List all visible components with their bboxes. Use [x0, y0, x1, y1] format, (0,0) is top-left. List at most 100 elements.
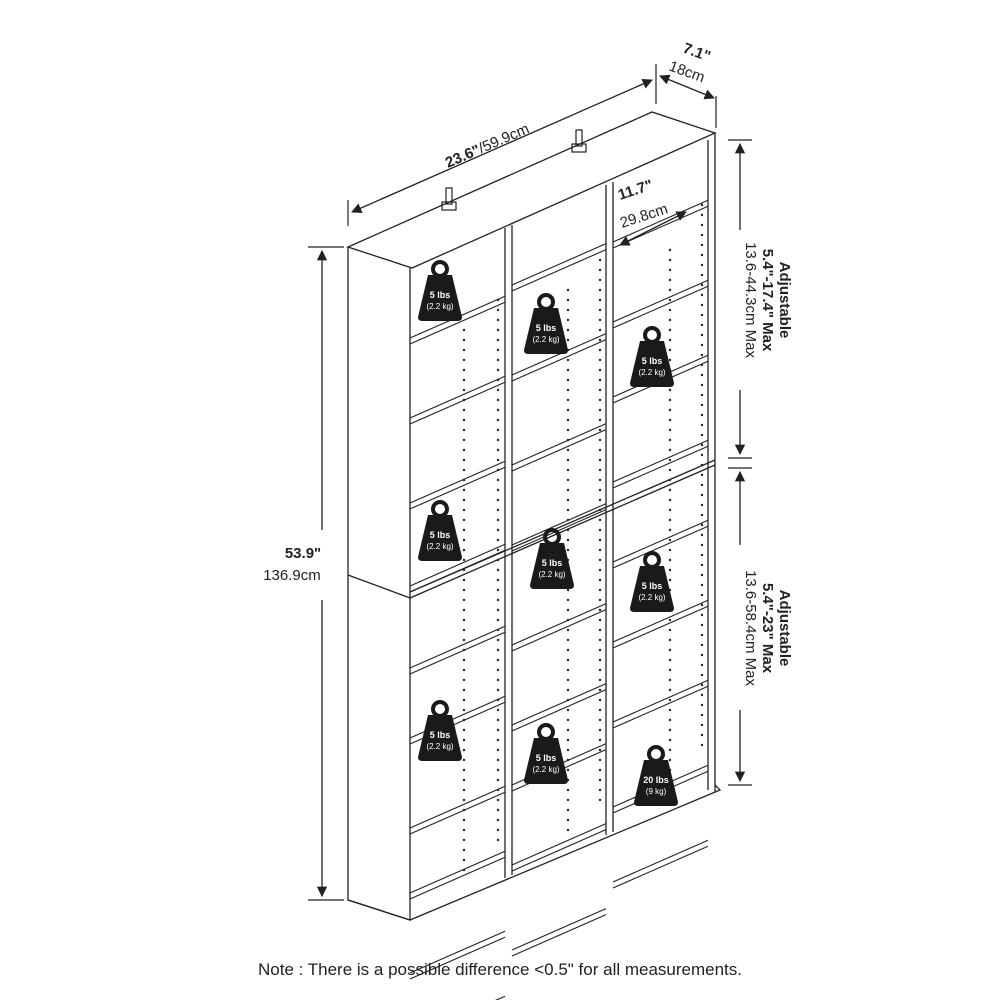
peg-hole	[700, 313, 704, 317]
peg-hole	[496, 588, 500, 592]
peg-hole	[668, 728, 672, 732]
peg-hole	[668, 438, 672, 442]
peg-hole	[462, 688, 466, 692]
peg-hole	[462, 568, 466, 572]
peg-hole	[462, 768, 466, 772]
peg-hole	[496, 418, 500, 422]
peg-hole	[598, 308, 602, 312]
shelf	[409, 375, 506, 425]
peg-hole	[462, 718, 466, 722]
weight-badge: 5 lbs(2.2 kg)	[416, 700, 464, 763]
peg-hole	[462, 468, 466, 472]
peg-hole	[700, 393, 704, 397]
peg-hole	[566, 618, 570, 622]
peg-hole	[598, 588, 602, 592]
peg-hole	[700, 233, 704, 237]
peg-hole	[700, 213, 704, 217]
peg-hole	[462, 648, 466, 652]
peg-hole	[700, 323, 704, 327]
peg-hole	[598, 288, 602, 292]
peg-hole	[496, 728, 500, 732]
peg-hole	[496, 528, 500, 532]
peg-hole	[668, 338, 672, 342]
peg-hole	[462, 638, 466, 642]
peg-hole	[566, 478, 570, 482]
weight-capacity-badges: 5 lbs(2.2 kg) 5 lbs(2.2 kg) 5 lbs(2.2 kg) 5…	[416, 260, 680, 808]
weight-badge: 20 lbs(9 kg)	[632, 745, 680, 808]
peg-hole	[668, 648, 672, 652]
peg-hole	[700, 733, 704, 737]
peg-hole	[598, 608, 602, 612]
shelf	[511, 683, 607, 732]
weight-kg: (2.2 kg)	[538, 570, 565, 579]
peg-hole	[566, 658, 570, 662]
peg-hole	[700, 273, 704, 277]
weight-badge: 5 lbs(2.2 kg)	[522, 723, 570, 786]
peg-hole	[668, 298, 672, 302]
peg-hole	[566, 668, 570, 672]
peg-hole	[496, 388, 500, 392]
peg-hole	[496, 518, 500, 522]
peg-hole	[700, 413, 704, 417]
peg-hole	[598, 258, 602, 262]
peg-hole	[496, 568, 500, 572]
peg-hole	[496, 558, 500, 562]
shelf	[612, 839, 709, 889]
peg-hole	[598, 548, 602, 552]
peg-hole	[566, 318, 570, 322]
upper-adjustable-title: Adjustable	[776, 262, 793, 339]
peg-hole	[668, 518, 672, 522]
peg-hole	[668, 568, 672, 572]
peg-hole	[462, 518, 466, 522]
peg-hole	[462, 808, 466, 812]
peg-hole	[566, 308, 570, 312]
peg-hole	[566, 488, 570, 492]
peg-hole	[598, 768, 602, 772]
peg-hole	[598, 298, 602, 302]
peg-hole	[668, 318, 672, 322]
peg-hole	[598, 688, 602, 692]
peg-hole	[566, 508, 570, 512]
peg-hole	[462, 788, 466, 792]
peg-hole	[566, 758, 570, 762]
peg-hole	[462, 528, 466, 532]
peg-hole	[700, 663, 704, 667]
peg-hole	[700, 703, 704, 707]
peg-hole	[598, 778, 602, 782]
peg-hole	[496, 608, 500, 612]
peg-hole	[700, 223, 704, 227]
shelf	[409, 850, 506, 900]
weight-kg: (2.2 kg)	[426, 742, 453, 751]
peg-hole	[598, 728, 602, 732]
upper-adjustable-cm: 13.6-44.3cm Max	[742, 242, 759, 358]
wall-bracket-left	[441, 187, 457, 211]
weight-badge: 5 lbs(2.2 kg)	[416, 500, 464, 563]
peg-hole	[566, 748, 570, 752]
peg-hole	[496, 818, 500, 822]
peg-hole	[462, 418, 466, 422]
weight-kg: (2.2 kg)	[638, 368, 665, 377]
peg-hole	[700, 613, 704, 617]
peg-hole	[496, 508, 500, 512]
peg-hole	[566, 818, 570, 822]
peg-hole	[598, 268, 602, 272]
peg-hole	[496, 758, 500, 762]
peg-hole	[700, 263, 704, 267]
peg-hole	[668, 448, 672, 452]
peg-hole	[668, 398, 672, 402]
weight-badge: 5 lbs(2.2 kg)	[628, 551, 676, 614]
peg-hole	[462, 368, 466, 372]
shelf	[409, 543, 506, 593]
peg-hole	[700, 563, 704, 567]
peg-hole	[700, 283, 704, 287]
peg-hole	[496, 448, 500, 452]
height-cm-label: 136.9cm	[263, 567, 321, 584]
peg-hole	[668, 258, 672, 262]
shelf	[409, 460, 506, 510]
peg-hole	[496, 638, 500, 642]
shelf	[511, 333, 607, 382]
peg-hole	[598, 758, 602, 762]
peg-hole	[462, 488, 466, 492]
peg-hole	[496, 578, 500, 582]
